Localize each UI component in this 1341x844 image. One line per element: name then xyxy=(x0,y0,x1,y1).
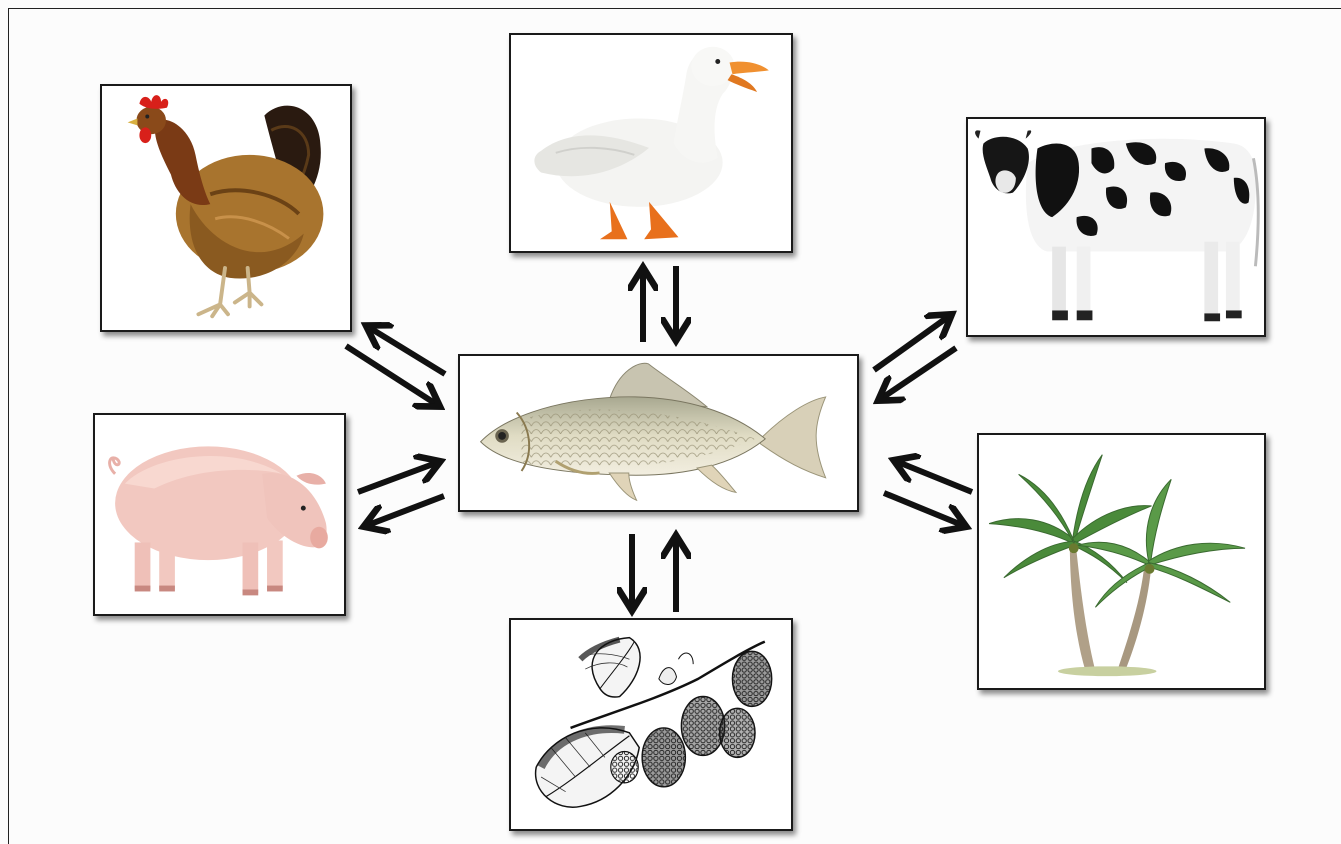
chicken-icon xyxy=(102,86,350,330)
fish-icon xyxy=(460,356,857,510)
arrow-chicken-to-fish xyxy=(346,346,436,404)
arrow-fish-to-pig xyxy=(368,496,444,525)
left-border-line xyxy=(8,8,9,844)
pig-card xyxy=(93,413,346,616)
arrow-fish-to-palm xyxy=(884,493,962,525)
arrow-cow-to-fish xyxy=(882,348,956,398)
cow-icon xyxy=(968,119,1264,335)
arrow-pig-to-fish xyxy=(358,463,436,492)
top-border-line xyxy=(8,8,1341,9)
palm-card xyxy=(977,433,1266,690)
duck-card xyxy=(509,33,793,253)
mulberry-icon xyxy=(511,620,791,829)
pig-icon xyxy=(95,415,344,614)
mulberry-card xyxy=(509,618,793,831)
fish-card xyxy=(458,354,859,512)
chicken-card xyxy=(100,84,352,332)
arrow-fish-to-cow xyxy=(874,317,948,370)
duck-icon xyxy=(511,35,791,251)
arrow-fish-to-chicken xyxy=(370,328,445,374)
cow-card xyxy=(966,117,1266,337)
arrow-palm-to-fish xyxy=(898,462,972,492)
palm-tree-icon xyxy=(979,435,1264,688)
